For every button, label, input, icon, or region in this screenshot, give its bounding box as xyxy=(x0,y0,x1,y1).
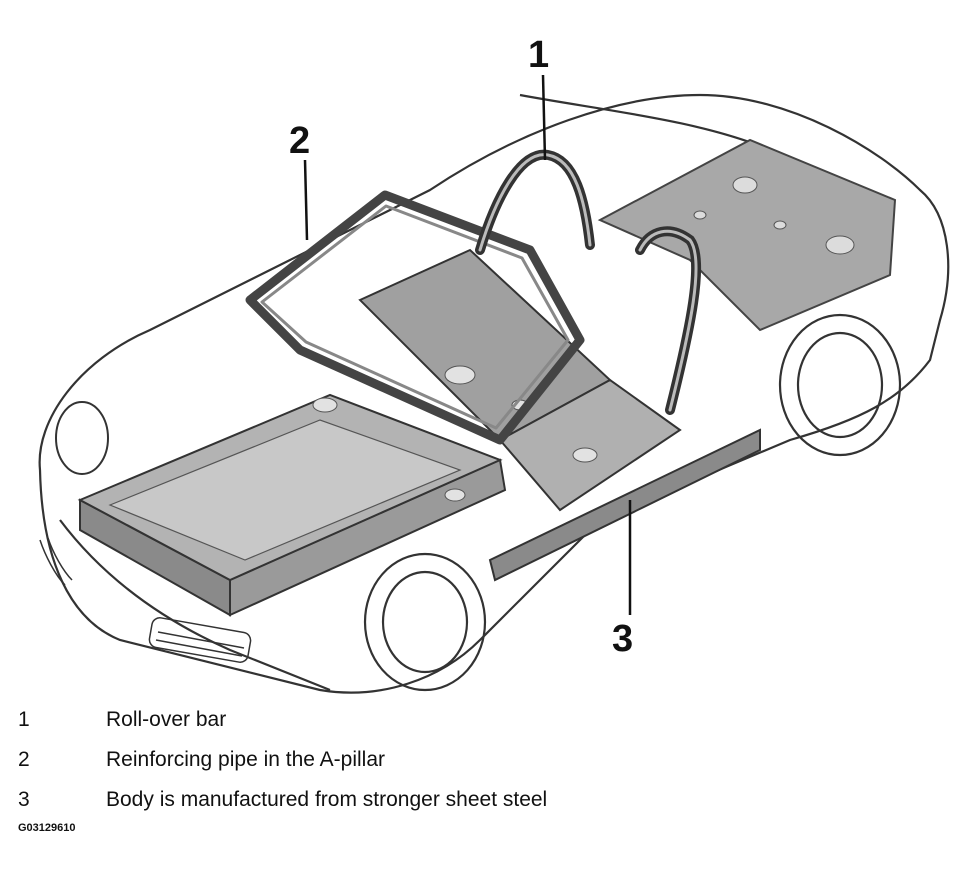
figure-id: G03129610 xyxy=(18,822,76,834)
cabin-floor xyxy=(312,248,682,512)
body-sheet-steel xyxy=(77,393,761,617)
legend-text: Reinforcing pipe in the A-pillar xyxy=(106,748,385,771)
headlight-left xyxy=(55,401,109,475)
legend-number: 3 xyxy=(18,788,30,811)
legend-number: 1 xyxy=(18,708,30,731)
front-wheel xyxy=(363,552,487,692)
legend-text: Body is manufactured from stronger sheet… xyxy=(106,788,548,811)
rear-floor-panel xyxy=(597,138,897,332)
a-pillar-frame-inner xyxy=(260,204,570,430)
roll-over-bar-highlight xyxy=(478,153,698,412)
rear-wheel xyxy=(778,313,902,457)
legend-text: Roll-over bar xyxy=(106,708,227,731)
front-grille xyxy=(39,537,73,586)
a-pillar-frame xyxy=(245,190,585,445)
leader-lines xyxy=(303,74,632,615)
callout-number-3: 3 xyxy=(612,618,634,660)
front-intake xyxy=(148,617,252,663)
car-body-structure-illustration xyxy=(38,74,950,694)
callout-number-1: 1 xyxy=(528,34,550,76)
callout-number-2: 2 xyxy=(289,120,311,162)
legend-number: 2 xyxy=(18,748,30,771)
